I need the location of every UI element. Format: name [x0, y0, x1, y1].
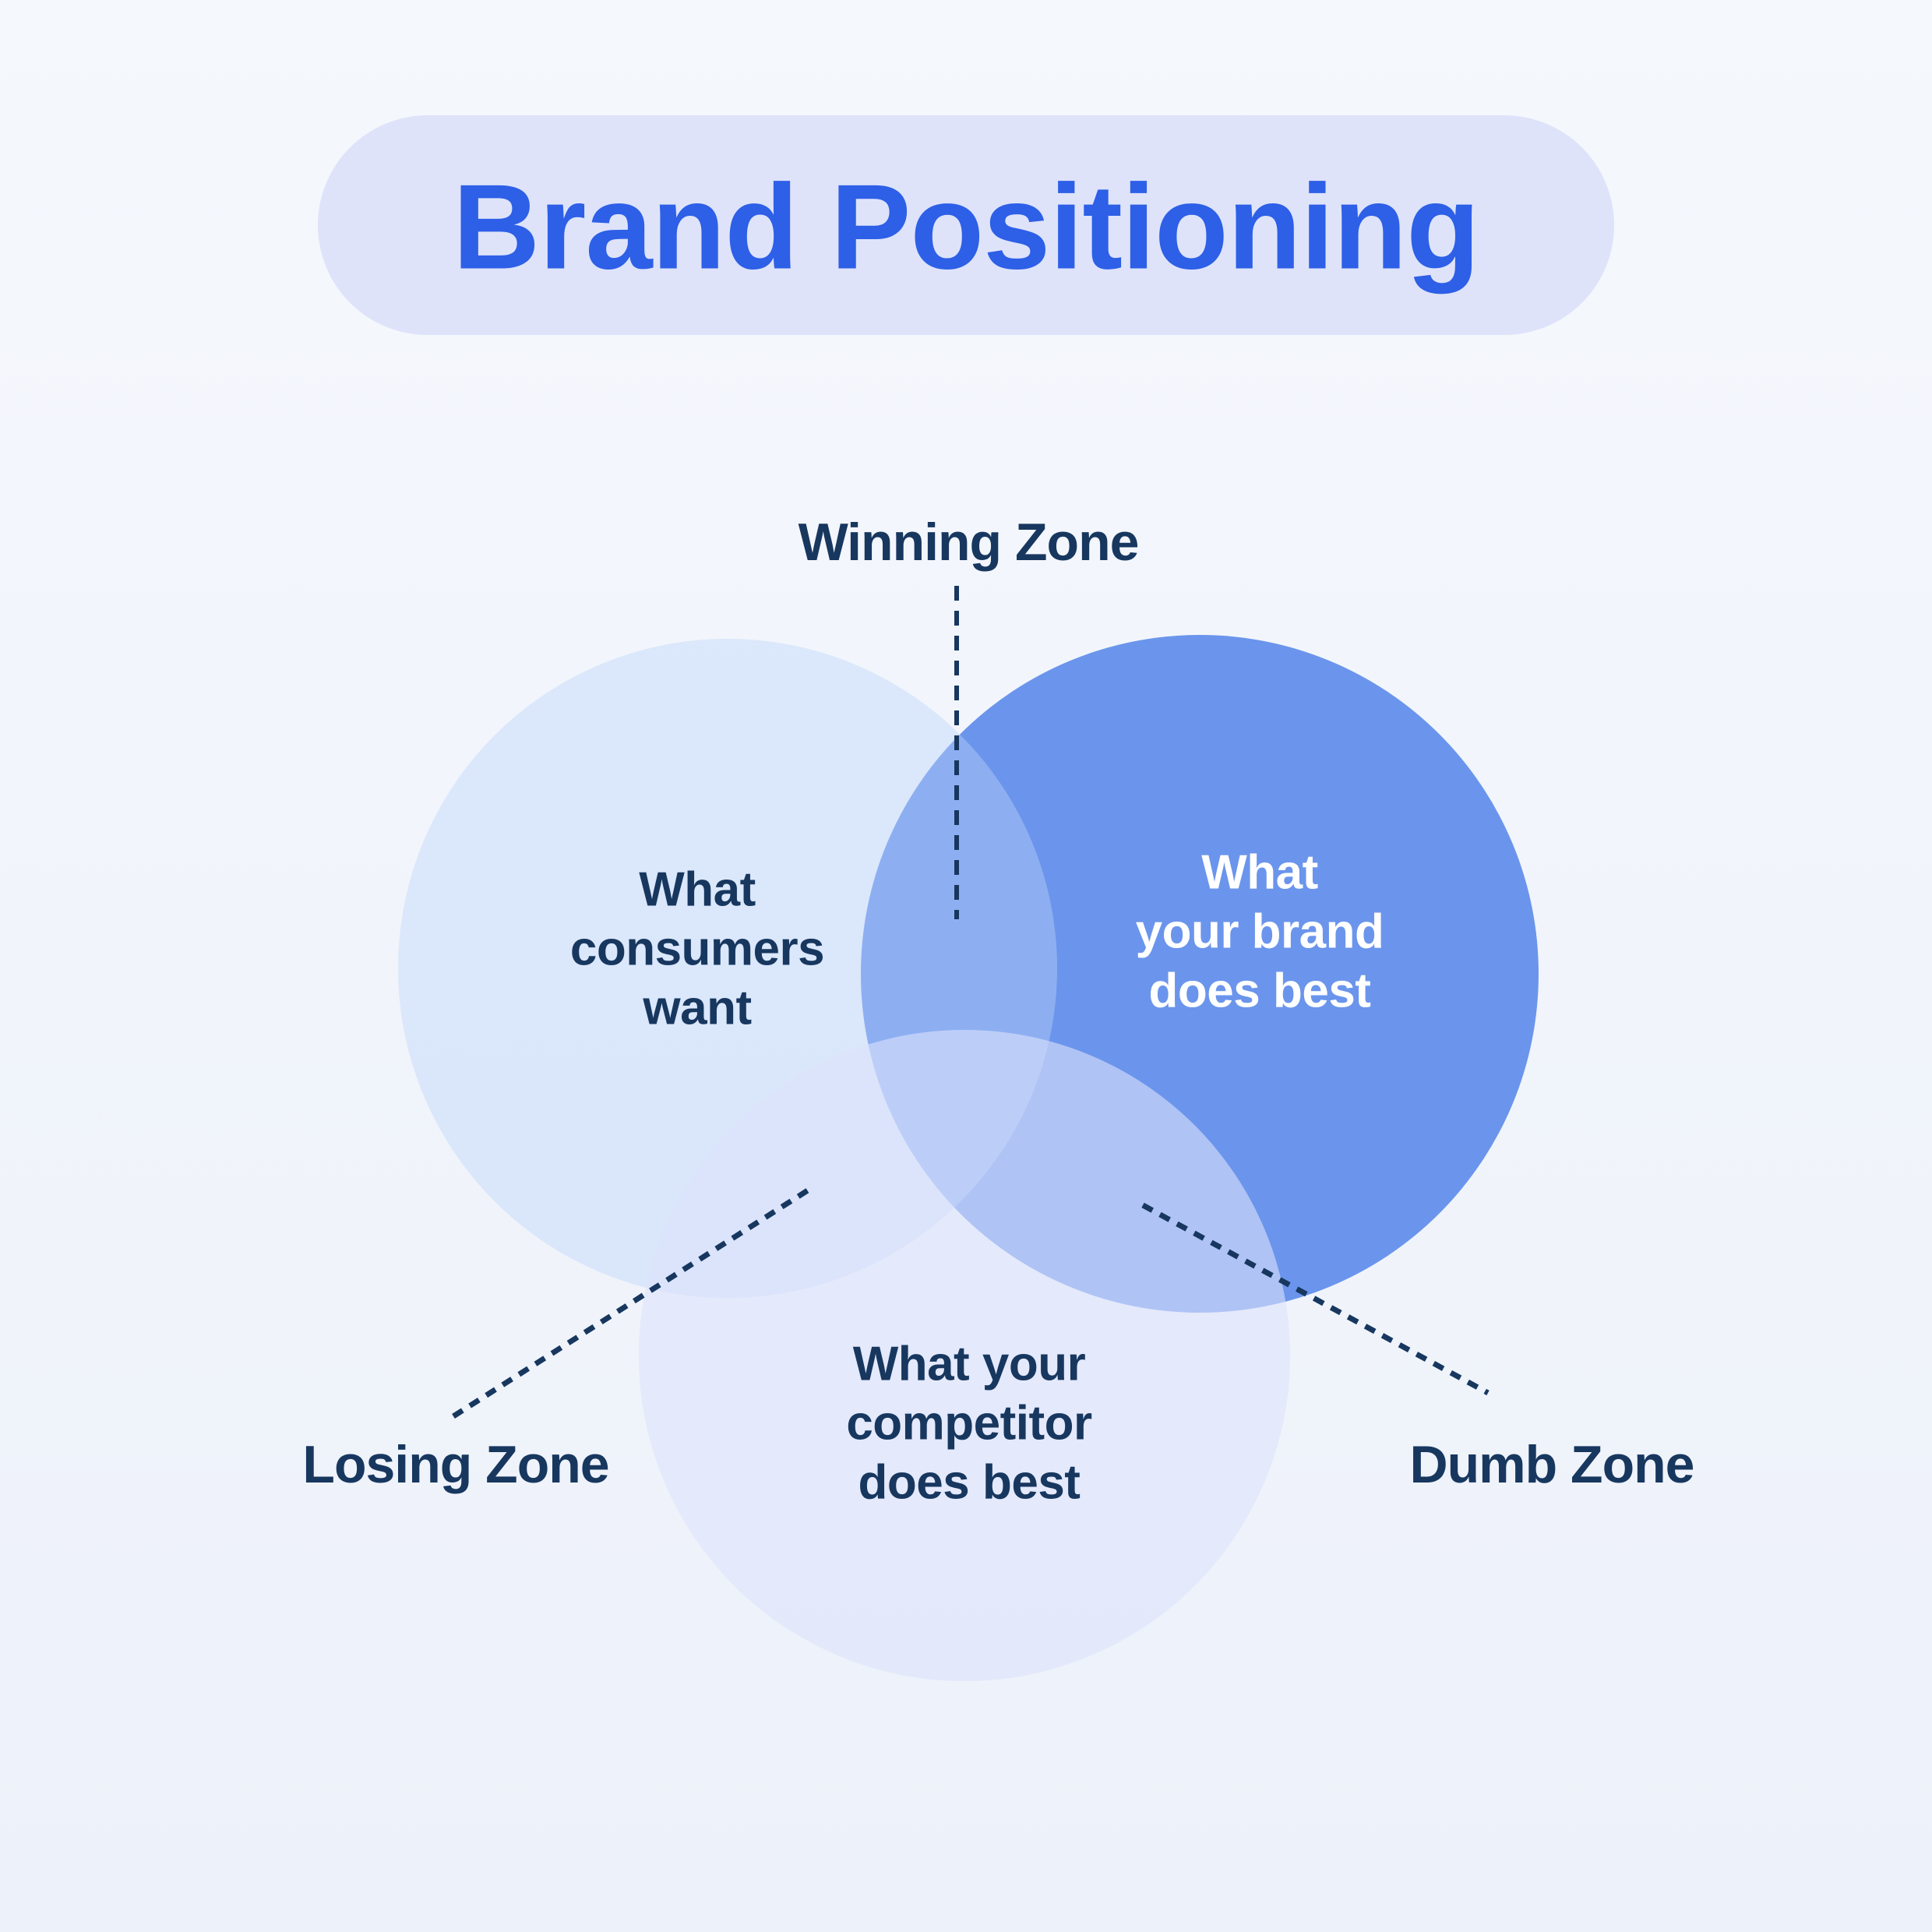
dumb-zone-label: Dumb Zone: [1410, 1435, 1694, 1494]
competitor-label-line-2: competitor: [846, 1397, 1092, 1451]
losing-zone-leader-line: [452, 1186, 812, 1419]
brand-label-line-2: your brand: [1136, 905, 1384, 959]
consumers-label-line-3: want: [642, 982, 751, 1035]
consumers-label-line-1: What: [639, 863, 756, 917]
brand-label-line-3: does best: [1149, 964, 1371, 1018]
losing-zone-label: Losing Zone: [302, 1435, 608, 1494]
brand-circle-label: What your brand does best: [1136, 846, 1384, 1018]
competitor-circle-label: What your competitor does best: [846, 1338, 1092, 1510]
title-pill: [318, 115, 1614, 335]
winning-zone-label: Winning Zone: [799, 513, 1139, 572]
dumb-zone-leader-line: [1141, 1202, 1490, 1396]
consumers-circle-label: What consumers want: [570, 863, 825, 1035]
page-title: Brand Positioning: [453, 160, 1479, 294]
brand-label-line-1: What: [1201, 846, 1318, 900]
competitor-label-line-3: does best: [858, 1456, 1081, 1510]
competitor-label-line-1: What your: [853, 1338, 1086, 1391]
consumers-label-line-2: consumers: [570, 922, 824, 976]
